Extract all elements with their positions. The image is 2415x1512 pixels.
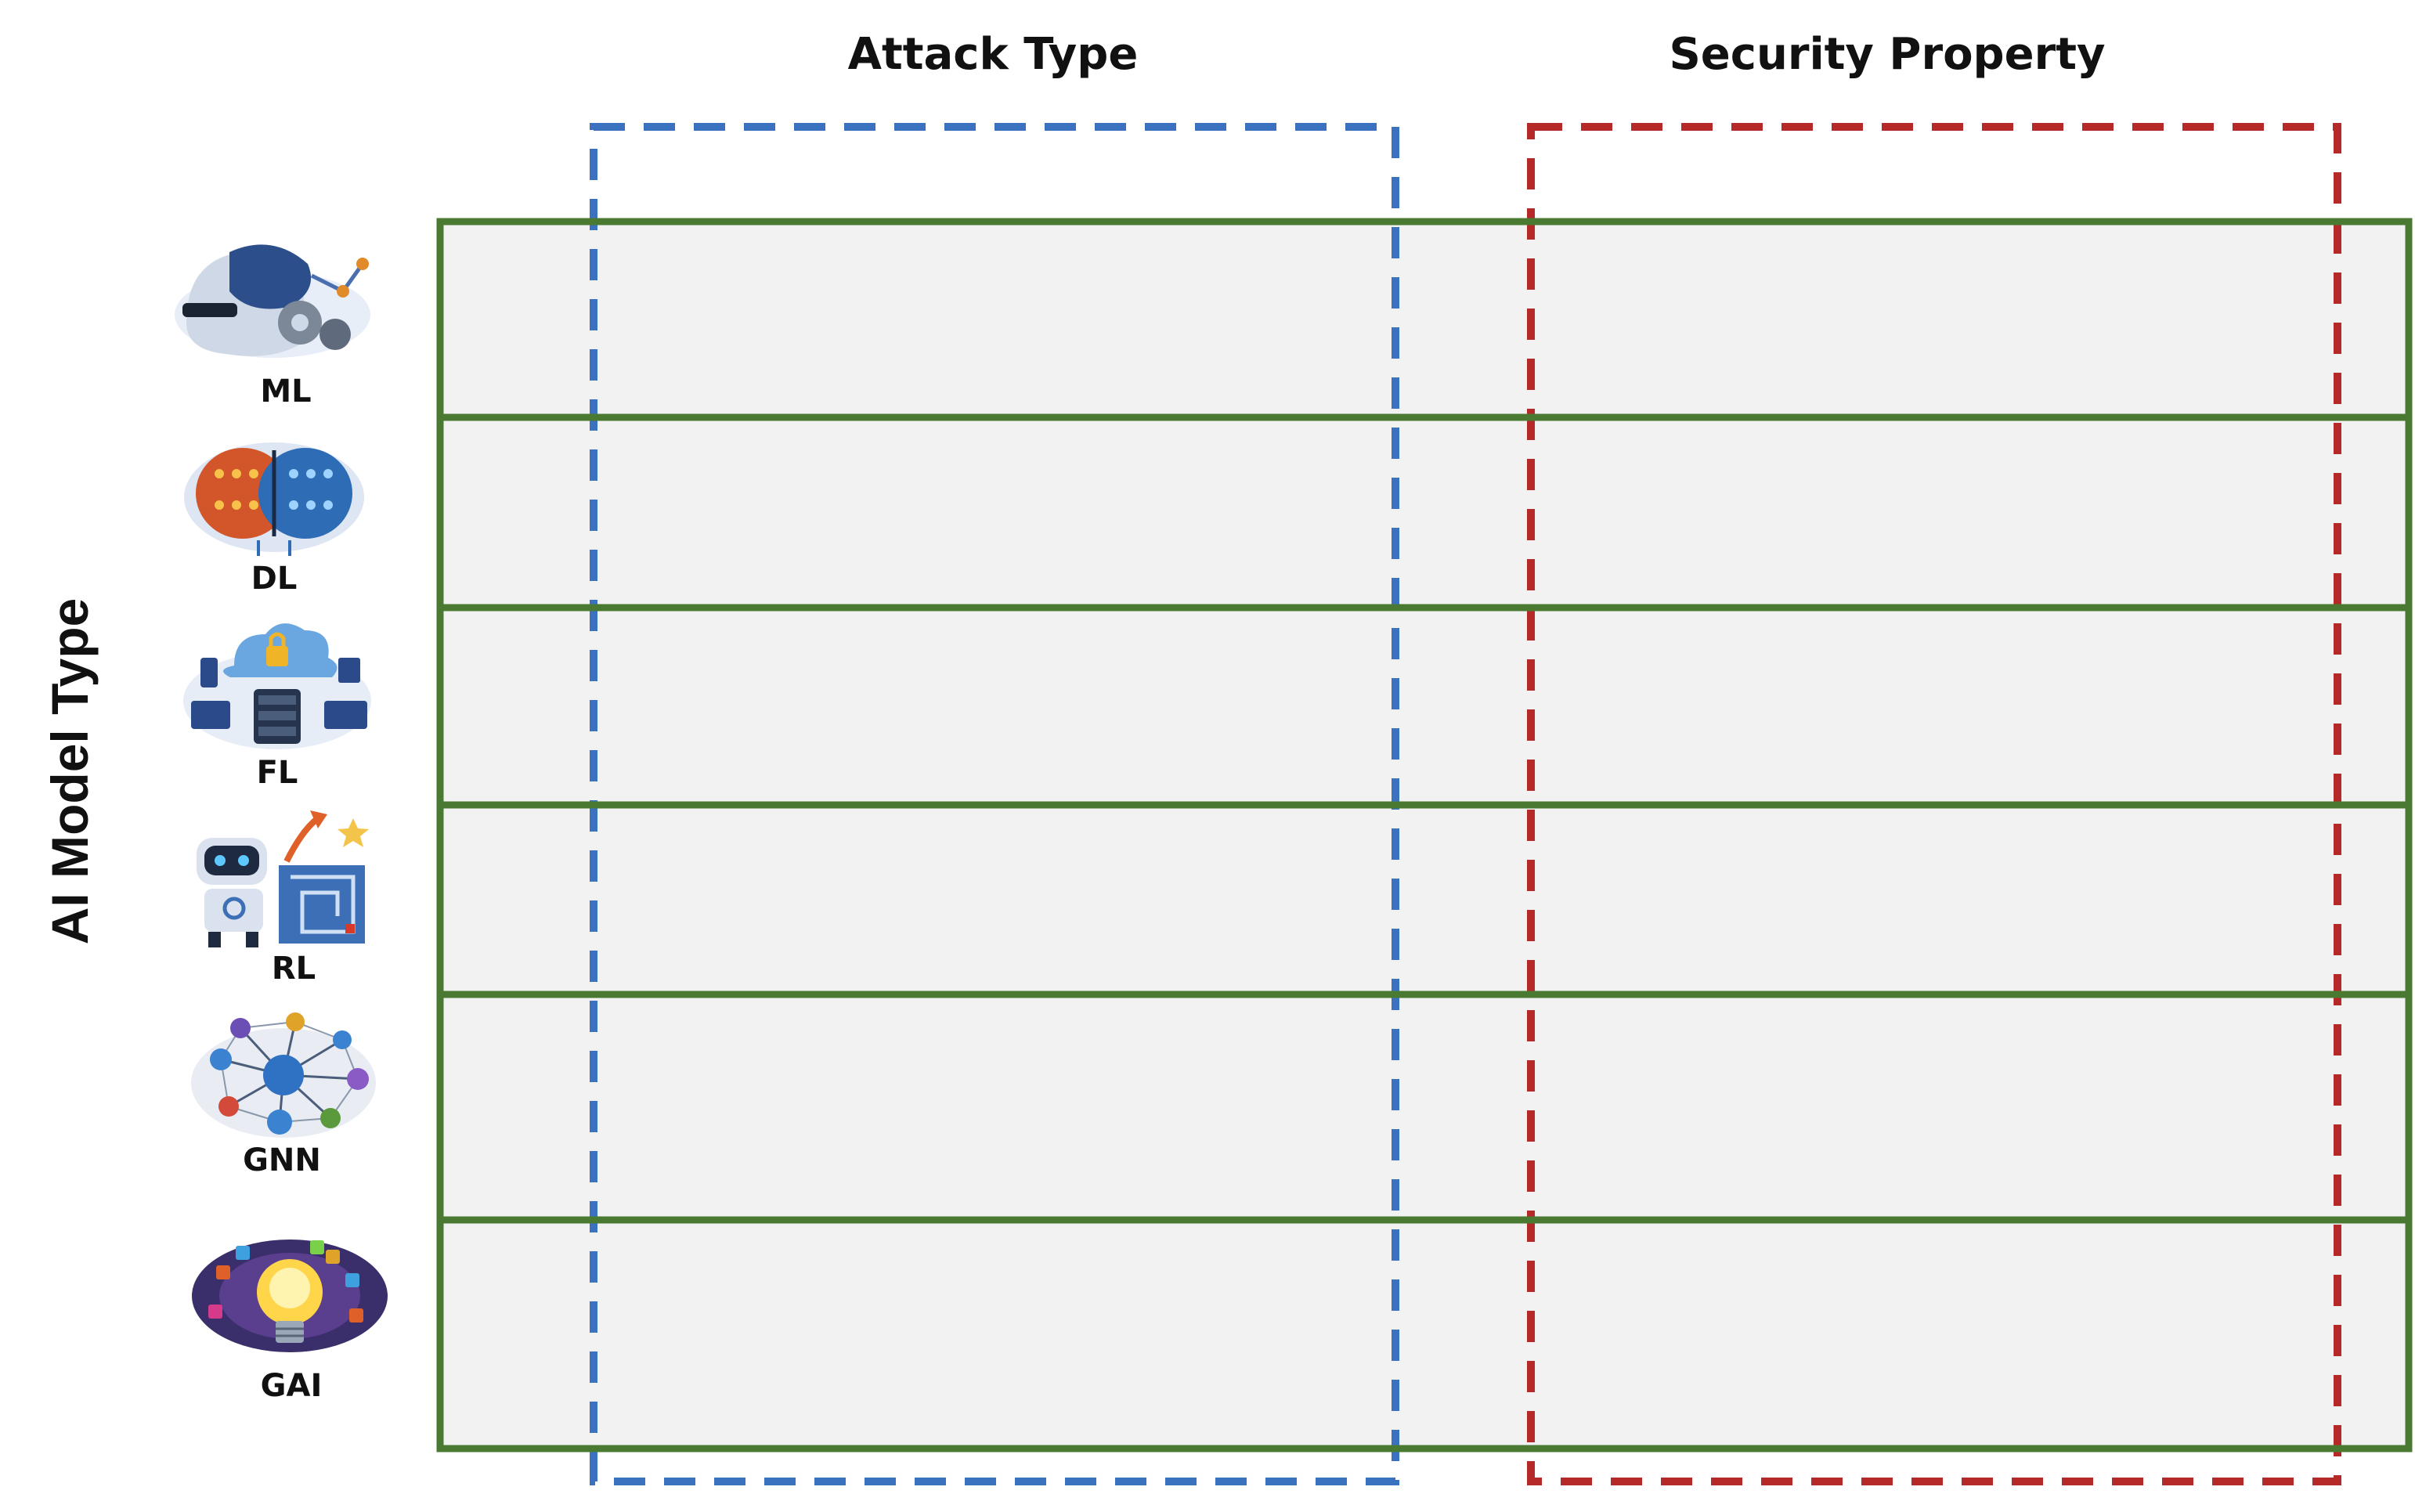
attack-type-heading: Attack Type <box>848 29 1139 80</box>
robot-maze-icon <box>197 810 369 947</box>
ai-model-type-label: AI Model Type <box>41 598 99 944</box>
model-label: GAI <box>261 1368 323 1404</box>
security-property-heading: Security Property <box>1669 29 2105 80</box>
model-label: GNN <box>243 1142 321 1178</box>
row-background <box>440 608 2409 805</box>
row-background <box>440 805 2409 994</box>
row-backgrounds <box>440 222 2409 1449</box>
row-background <box>440 222 2409 417</box>
row-borders <box>436 218 2413 1452</box>
graph-network-icon <box>191 1012 376 1138</box>
model-label: DL <box>251 561 298 597</box>
lightbulb-ideas-icon <box>192 1240 388 1352</box>
cloud-lock-devices-icon <box>183 623 371 749</box>
model-list: ML DL FL RL GNN GAI <box>175 244 388 1404</box>
model-label: ML <box>260 373 311 410</box>
table-row <box>436 1216 2413 1452</box>
row-background <box>440 994 2409 1220</box>
row-background <box>440 417 2409 608</box>
model-label: RL <box>272 951 316 987</box>
row-background <box>440 1220 2409 1449</box>
brain-circuit-icon <box>184 442 364 556</box>
model-label: FL <box>257 755 298 791</box>
robot-head-gears-icon <box>175 244 370 358</box>
